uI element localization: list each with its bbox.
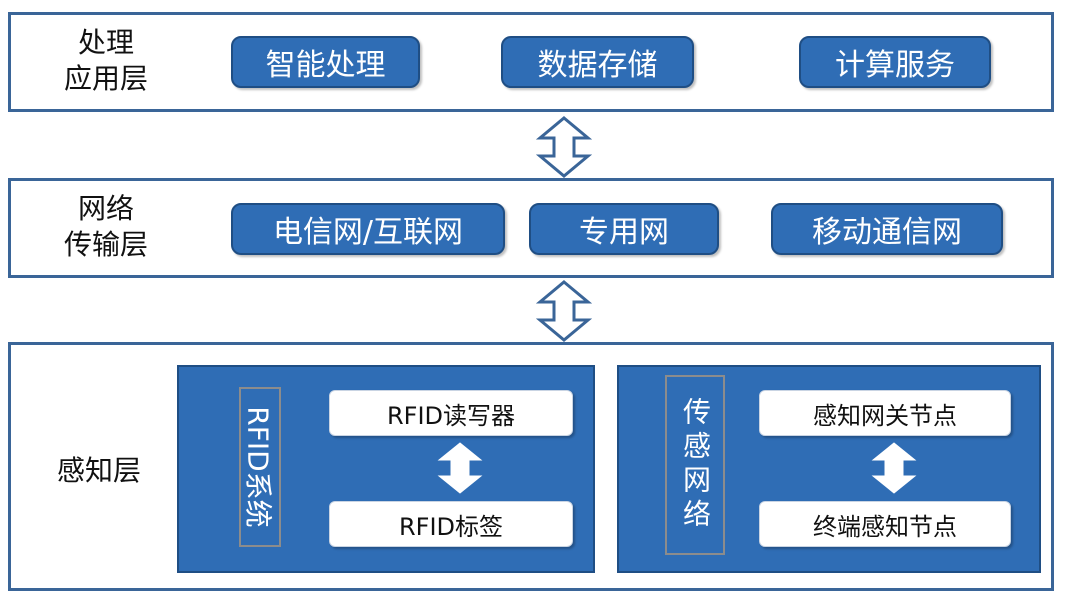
rfid-system-label: RFID系统	[239, 387, 281, 547]
processing-layer-title: 处理 应用层	[63, 26, 148, 95]
sensing-gateway-node-box: 感知网关节点	[759, 390, 1011, 436]
data-storage-box: 数据存储	[501, 36, 694, 88]
rfid-tag-box: RFID标签	[329, 501, 573, 547]
sensor-network-label: 传感网络	[665, 375, 725, 555]
telecom-internet-box: 电信网/互联网	[231, 203, 505, 255]
mobile-network-box: 移动通信网	[771, 203, 1003, 255]
rfid-system-panel: RFID系统 RFID读写器 RFID标签	[177, 365, 595, 573]
rfid-inner-arrow-icon	[435, 441, 485, 495]
sensor-network-panel: 传感网络 感知网关节点 终端感知节点	[617, 365, 1041, 573]
compute-service-box: 计算服务	[799, 36, 991, 88]
perception-layer: 感知层 RFID系统 RFID读写器 RFID标签 传感网络 感知网关节点	[8, 342, 1054, 591]
rfid-reader-box: RFID读写器	[329, 390, 573, 436]
sensor-inner-arrow-icon	[869, 441, 919, 495]
smart-processing-box: 智能处理	[231, 36, 420, 88]
perception-layer-title: 感知层	[56, 454, 141, 487]
processing-network-arrow-icon	[535, 116, 593, 178]
network-layer: 网络 传输层 电信网/互联网 专用网 移动通信网	[8, 178, 1054, 278]
network-perception-arrow-icon	[535, 280, 593, 342]
private-network-box: 专用网	[529, 203, 719, 255]
processing-layer: 处理 应用层 智能处理 数据存储 计算服务	[8, 12, 1054, 112]
network-layer-title: 网络 传输层	[63, 192, 148, 261]
terminal-sensing-node-box: 终端感知节点	[759, 501, 1011, 547]
